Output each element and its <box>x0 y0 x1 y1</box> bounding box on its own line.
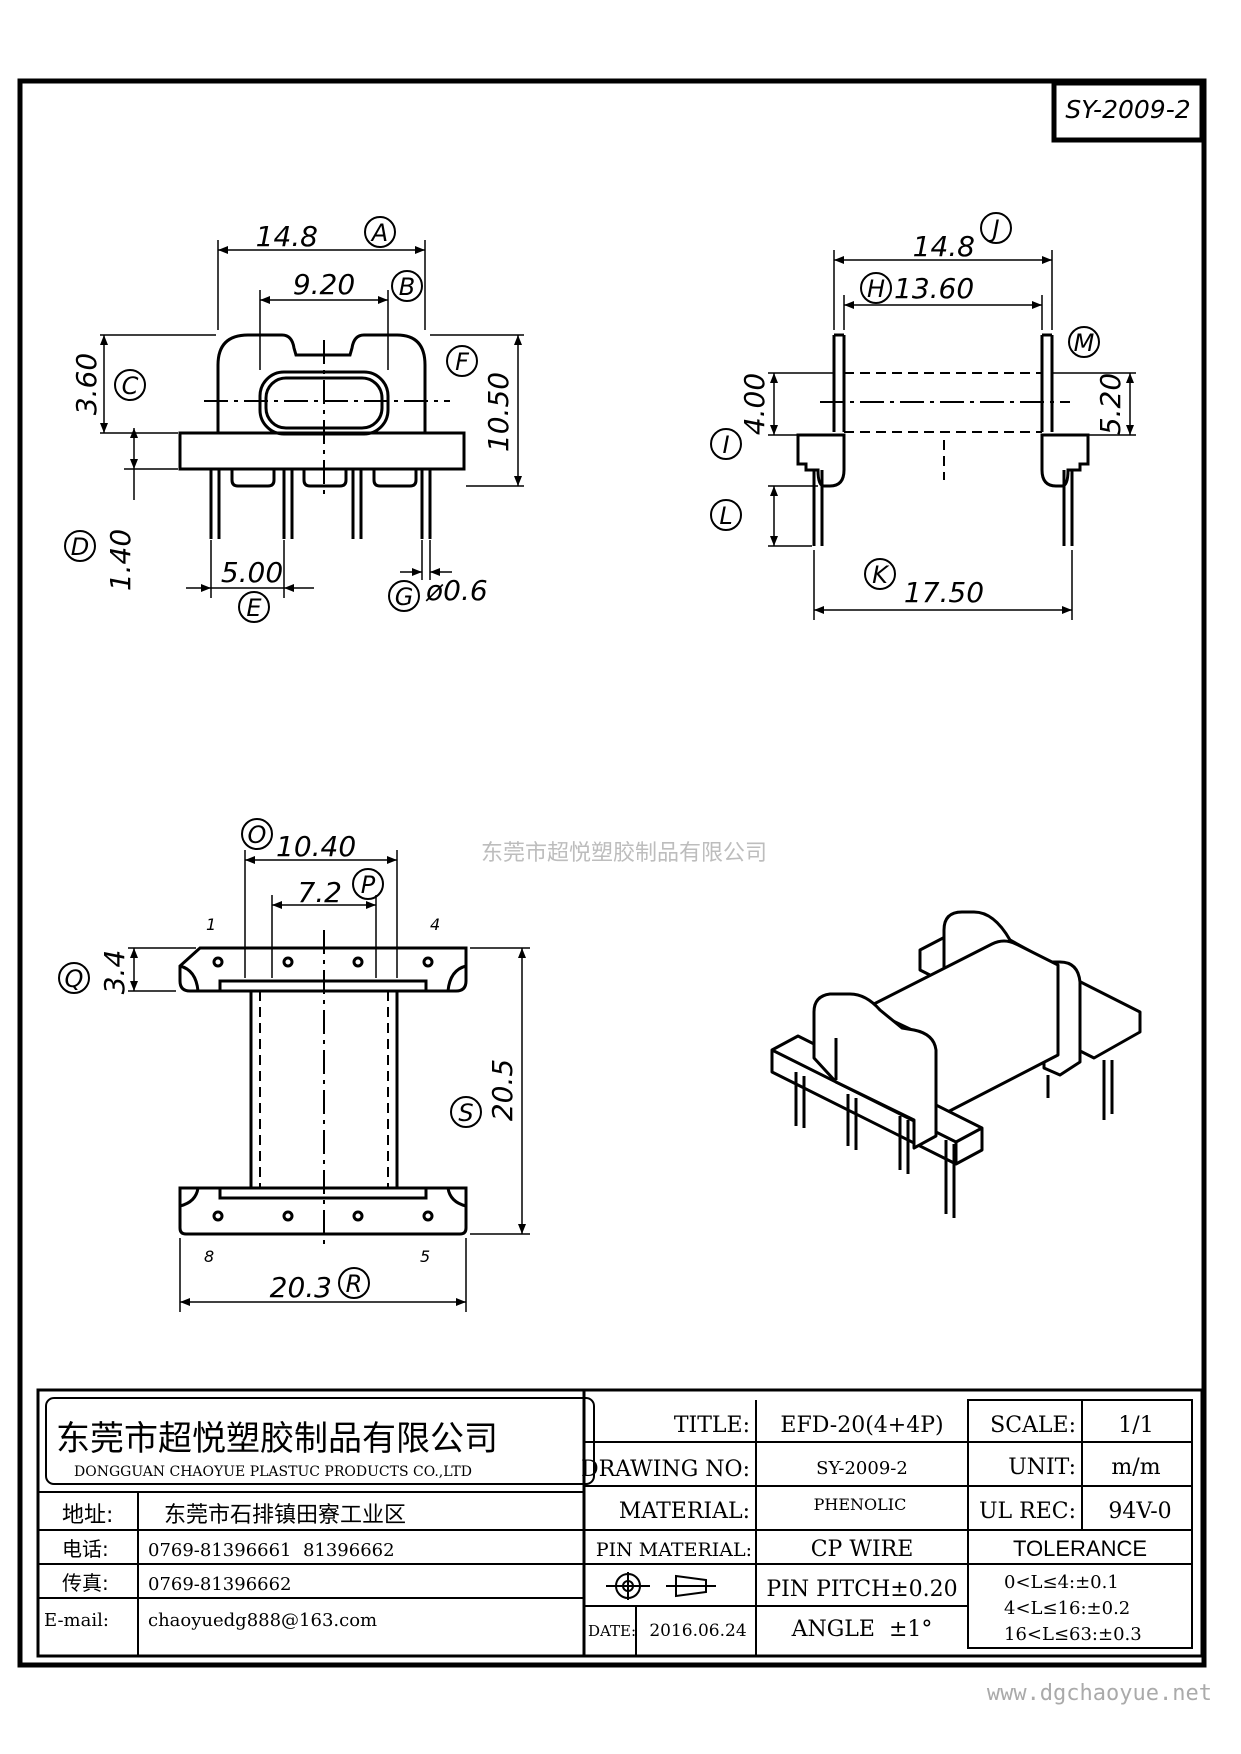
dim-o-value: 10.40 <box>276 830 356 863</box>
tolerance-row-1: 0<L≤4:±0.1 <box>1004 1572 1119 1593</box>
material-label: MATERIAL: <box>619 1499 750 1524</box>
unit-label: UNIT: <box>1008 1455 1076 1480</box>
side-view-dimensions <box>768 250 1136 620</box>
dim-g-value: ø0.6 <box>425 574 488 607</box>
front-view-labels: 14.8 A 9.20 B 3.60 C F 10.50 D 1.40 5.00… <box>64 216 515 623</box>
tolerance-row-2: 4<L≤16:±0.2 <box>1004 1598 1130 1619</box>
top-view-dimensions <box>128 850 530 1312</box>
scale-label: SCALE: <box>990 1413 1076 1438</box>
front-view-centerlines <box>204 340 450 500</box>
address-label: 地址: <box>62 1503 113 1528</box>
outer-frame <box>17 78 1207 1668</box>
email-value: chaoyuedg888@163.com <box>148 1610 377 1631</box>
label-e: E <box>246 594 262 622</box>
tolerance-title: TOLERANCE <box>1013 1536 1147 1561</box>
dim-c-value: 3.60 <box>70 353 103 415</box>
side-view-hidden-lines <box>844 372 1042 480</box>
pin-1-label: 1 <box>206 915 216 934</box>
dim-i-value: 4.00 <box>738 373 771 435</box>
dim-h-value: 13.60 <box>894 272 974 305</box>
dim-b-value: 9.20 <box>293 268 355 301</box>
drawing-code-box: SY-2009-2 <box>1051 80 1205 143</box>
material-value: PHENOLIC <box>814 1495 907 1514</box>
drawing-code: SY-2009-2 <box>1065 95 1190 124</box>
watermark-text: 东莞市超悦塑胶制品有限公司 <box>481 841 767 866</box>
dim-f-value: 10.50 <box>482 372 515 452</box>
label-f: F <box>455 348 470 376</box>
tel-value: 0769-81396661 81396662 <box>148 1540 395 1561</box>
fax-value: 0769-81396662 <box>148 1574 292 1595</box>
label-k: K <box>872 561 890 589</box>
dim-a-value: 14.8 <box>256 220 318 253</box>
scale-value: 1/1 <box>1118 1413 1153 1438</box>
dim-p-value: 7.2 <box>297 876 342 909</box>
dim-s-value: 20.5 <box>486 1059 519 1121</box>
front-view-dimensions <box>100 240 524 598</box>
label-r: R <box>346 1270 363 1298</box>
label-g: G <box>395 583 414 611</box>
pin-material-value: CP WIRE <box>811 1537 914 1562</box>
ul-rec-value: 94V-0 <box>1108 1499 1171 1524</box>
label-b: B <box>399 273 415 301</box>
title-block-text: 东莞市超悦塑胶制品有限公司 DONGGUAN CHAOYUE PLASTUC P… <box>44 1413 1172 1645</box>
front-view <box>178 333 466 539</box>
drawing-no-value: SY-2009-2 <box>816 1458 908 1479</box>
email-label: E-mail: <box>44 1610 109 1631</box>
company-name-cn: 东莞市超悦塑胶制品有限公司 <box>56 1419 498 1459</box>
pin-8-label: 8 <box>204 1247 214 1266</box>
label-j: J <box>988 215 999 243</box>
dim-k-value: 17.50 <box>904 576 984 609</box>
title-value: EFD-20(4+4P) <box>780 1413 943 1438</box>
label-h: H <box>867 275 885 303</box>
title-block <box>36 1388 1204 1658</box>
dim-d-value: 1.40 <box>104 529 137 591</box>
tel-label: 电话: <box>62 1537 109 1561</box>
title-label: TITLE: <box>674 1413 750 1438</box>
label-s: S <box>458 1099 473 1127</box>
company-name-en: DONGGUAN CHAOYUE PLASTUC PRODUCTS CO.,LT… <box>74 1464 472 1480</box>
pin-pitch: PIN PITCH±0.20 <box>766 1577 957 1602</box>
label-c: C <box>122 372 139 400</box>
dim-q-value: 3.4 <box>98 950 131 995</box>
side-view <box>796 333 1090 546</box>
label-d: D <box>71 533 89 561</box>
unit-value: m/m <box>1111 1455 1160 1480</box>
pin-material-label: PIN MATERIAL: <box>596 1539 752 1561</box>
angle-tolerance: ANGLE ±1° <box>791 1617 933 1642</box>
pin-5-label: 5 <box>420 1247 430 1266</box>
date-value: 2016.06.24 <box>649 1621 746 1641</box>
dim-j-value: 14.8 <box>913 230 975 263</box>
drawing-no-label: DRAWING NO: <box>581 1457 750 1482</box>
label-i: I <box>722 431 729 459</box>
label-p: P <box>361 871 376 899</box>
label-a: A <box>370 219 388 247</box>
top-view-hidden-lines <box>259 991 389 1188</box>
pin-4-label: 4 <box>430 915 440 934</box>
dim-m-value: 5.20 <box>1094 373 1127 435</box>
tolerance-row-3: 16<L≤63:±0.3 <box>1004 1624 1142 1645</box>
website-watermark: www.dgchaoyue.net <box>987 1681 1212 1706</box>
dim-r-value: 20.3 <box>270 1271 332 1304</box>
dim-e-value: 5.00 <box>221 556 283 589</box>
isometric-view <box>770 910 1142 1218</box>
label-l: L <box>719 502 732 530</box>
label-m: M <box>1074 329 1095 357</box>
date-label: DATE: <box>588 1622 636 1640</box>
label-o: O <box>248 821 267 849</box>
fax-label: 传真: <box>62 1571 109 1595</box>
top-view-labels: O 10.40 7.2 P Q 3.4 S 20.5 20.3 R 1 4 8 … <box>58 818 519 1304</box>
ul-rec-label: UL REC: <box>979 1499 1076 1524</box>
side-view-labels: 14.8 J H 13.60 M 5.20 4.00 I L K 17.50 <box>710 212 1127 609</box>
label-q: Q <box>65 965 84 993</box>
address-value: 东莞市石排镇田寮工业区 <box>164 1503 406 1528</box>
